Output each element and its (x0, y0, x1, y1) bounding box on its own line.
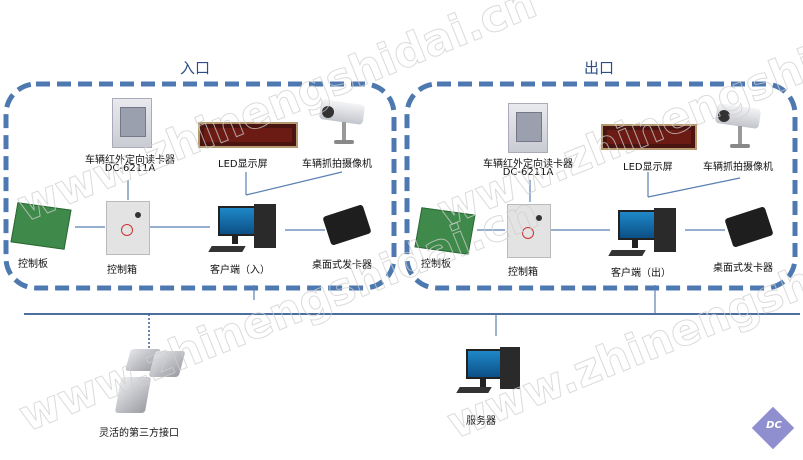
exit-desk-reader-label: 桌面式发卡器 (713, 263, 773, 274)
entry-led-label: LED显示屏 (218, 159, 268, 170)
entry-title: 入口 (180, 59, 211, 77)
exit-control-board-label: 控制板 (421, 259, 451, 270)
exit-reader-icon (508, 103, 548, 153)
entry-client-pc-icon (208, 204, 286, 258)
exit-control-box-label: 控制箱 (508, 267, 538, 278)
exit-control-box-icon (507, 204, 551, 258)
puzzle-icon (108, 345, 196, 419)
entry-control-board-label: 控制板 (18, 259, 48, 270)
dc-logo-text: DC (766, 420, 782, 431)
entry-control-box-label: 控制箱 (107, 265, 137, 276)
exit-camera-label: 车辆抓拍摄像机 (703, 162, 773, 173)
server-label: 服务器 (466, 416, 496, 427)
exit-led-label: LED显示屏 (623, 162, 673, 173)
entry-camera-icon (316, 98, 368, 146)
third-party-label: 灵活的第三方接口 (99, 428, 179, 439)
entry-led-icon (198, 122, 298, 148)
exit-led-icon (601, 124, 697, 150)
entry-reader-label: 车辆红外定向读卡器 (85, 155, 175, 166)
entry-reader-model: DC-6211A (104, 163, 156, 174)
entry-control-board-icon (10, 202, 72, 250)
entry-reader-icon (112, 98, 152, 148)
exit-control-board-icon (414, 207, 476, 255)
exit-reader-label: 车辆红外定向读卡器 (483, 159, 573, 170)
exit-client-label: 客户端（出） (611, 268, 671, 279)
entry-control-box-icon (106, 201, 150, 255)
exit-reader-model: DC-6211A (502, 167, 554, 178)
exit-title: 出口 (584, 59, 615, 77)
entry-client-label: 客户端（入） (210, 265, 270, 276)
exit-client-pc-icon (608, 208, 686, 262)
exit-camera-icon (712, 102, 764, 150)
server-icon (456, 347, 528, 399)
entry-desk-reader-label: 桌面式发卡器 (312, 260, 372, 271)
entry-camera-label: 车辆抓拍摄像机 (302, 159, 372, 170)
